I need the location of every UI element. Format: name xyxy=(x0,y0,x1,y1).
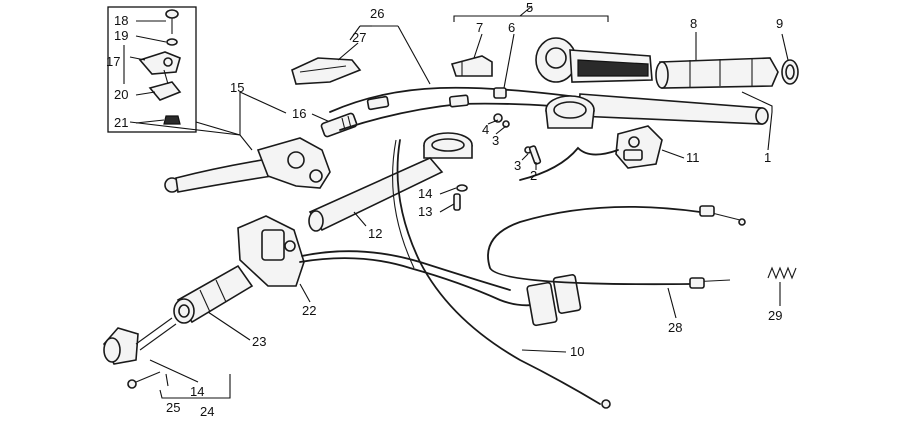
left-switch-wire xyxy=(299,257,541,307)
left-switch-wire-2 xyxy=(301,250,511,291)
bar-end-24 xyxy=(103,317,177,365)
cable-adjuster-16 xyxy=(320,112,358,138)
bolt-4 xyxy=(493,113,503,123)
label-2: 2 xyxy=(530,168,537,183)
left-handlebar-12 xyxy=(308,157,444,232)
label-14b: 14 xyxy=(190,384,204,399)
label-9: 9 xyxy=(776,16,783,31)
right-switch-11 xyxy=(615,125,663,169)
bolt-2 xyxy=(528,145,542,165)
label-15: 15 xyxy=(230,80,244,95)
label-22: 22 xyxy=(302,303,316,318)
label-28: 28 xyxy=(668,320,682,335)
adjuster-20 xyxy=(148,69,182,101)
label-27: 27 xyxy=(352,30,366,45)
label-7: 7 xyxy=(476,20,483,35)
left-switch-22 xyxy=(237,215,305,287)
pivot-bolt-18 xyxy=(165,9,179,34)
label-18: 18 xyxy=(114,13,128,28)
nut-21 xyxy=(163,115,181,125)
label-23: 23 xyxy=(252,334,266,349)
choke-cable-28 xyxy=(487,205,701,286)
washer-14 xyxy=(456,184,468,192)
label-5: 5 xyxy=(526,0,533,15)
label-1: 1 xyxy=(764,150,771,165)
callout-labels: 1 2 3 3 4 5 6 7 8 9 10 11 12 13 14 14 15… xyxy=(106,0,783,419)
label-25: 25 xyxy=(166,400,180,415)
grip-end-7 xyxy=(450,55,493,77)
label-6: 6 xyxy=(508,20,515,35)
cable-end-26 xyxy=(366,94,470,111)
left-grip-23 xyxy=(173,264,254,324)
label-13: 13 xyxy=(418,204,432,219)
label-14a: 14 xyxy=(418,186,432,201)
right-switch-wire xyxy=(519,146,619,181)
cable-10 xyxy=(396,139,601,405)
bolt-13 xyxy=(453,193,461,211)
label-3a: 3 xyxy=(492,133,499,148)
cable-guide-27 xyxy=(291,57,362,85)
label-19: 19 xyxy=(114,28,128,43)
label-8: 8 xyxy=(690,16,697,31)
cable-end-28 xyxy=(689,205,746,289)
right-handlebar-1 xyxy=(577,93,769,125)
label-10: 10 xyxy=(570,344,584,359)
label-11: 11 xyxy=(686,150,700,165)
end-ring-9 xyxy=(781,59,799,85)
bolt-3 xyxy=(502,120,532,154)
label-24: 24 xyxy=(200,404,214,419)
label-26: 26 xyxy=(370,6,384,21)
connector-block xyxy=(526,274,582,327)
label-16: 16 xyxy=(292,106,306,121)
throttle-housing-5 xyxy=(535,37,653,83)
spring-29 xyxy=(767,266,797,280)
screw-25 xyxy=(127,371,161,389)
right-clamp-assembly xyxy=(545,95,595,129)
label-12: 12 xyxy=(368,226,382,241)
clutch-cable-26 xyxy=(329,86,601,113)
label-4: 4 xyxy=(482,122,489,137)
label-21: 21 xyxy=(114,115,128,130)
label-3b: 3 xyxy=(514,158,521,173)
label-20: 20 xyxy=(114,87,128,102)
clutch-lever-assembly xyxy=(164,137,331,193)
label-17: 17 xyxy=(106,54,120,69)
washer-19 xyxy=(166,38,178,46)
nut-6 xyxy=(493,87,507,99)
lever-bracket-17 xyxy=(138,51,181,75)
left-clamp xyxy=(423,132,473,159)
right-grip-8 xyxy=(655,57,779,89)
label-29: 29 xyxy=(768,308,782,323)
detail-inset-box xyxy=(107,6,197,133)
